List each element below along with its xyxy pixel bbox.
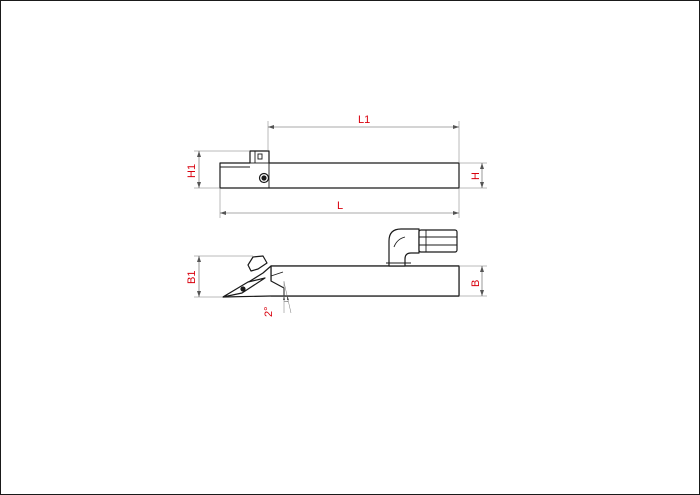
label-B1: B1	[186, 271, 198, 284]
arrow	[287, 295, 289, 300]
insert-mark	[257, 153, 263, 160]
arrow	[480, 266, 484, 272]
arrow	[480, 182, 484, 188]
label-B: B	[470, 280, 482, 287]
arrow	[197, 151, 201, 157]
arrow	[453, 125, 459, 129]
elbow-detail	[393, 236, 406, 248]
clamp-lever	[247, 255, 268, 272]
arrow	[197, 291, 201, 297]
label-angle: 2°	[263, 306, 275, 317]
dim-B: B	[459, 265, 487, 297]
arrow	[453, 211, 459, 215]
head-hatch	[270, 271, 284, 277]
dim-angle: 2°	[263, 281, 292, 317]
arrow	[197, 182, 201, 188]
label-L1: L1	[358, 114, 370, 126]
side-view	[219, 150, 460, 189]
label-H1: H1	[186, 164, 198, 178]
arrow	[480, 290, 484, 296]
coolant-nut	[418, 229, 458, 253]
clamp-head-side	[249, 150, 270, 164]
arrow	[283, 295, 285, 300]
clamp-screw-core	[261, 175, 267, 181]
label-L: L	[337, 200, 343, 212]
label-H: H	[470, 172, 482, 180]
shank-side	[219, 150, 460, 189]
insert-hole	[240, 286, 246, 292]
arrow	[480, 163, 484, 169]
shank-plan-body	[270, 265, 460, 297]
dim-L1: L1	[267, 114, 460, 163]
plan-view	[222, 228, 460, 298]
dim-H1: H1	[186, 150, 250, 189]
dim-B1: B1	[186, 255, 253, 298]
arrow	[220, 211, 226, 215]
arrow	[197, 256, 201, 262]
dim-L: L	[219, 188, 460, 218]
coolant-elbow	[388, 228, 420, 267]
dim-H: H	[459, 162, 487, 189]
arrow	[268, 125, 274, 129]
angle-arc	[283, 300, 289, 302]
